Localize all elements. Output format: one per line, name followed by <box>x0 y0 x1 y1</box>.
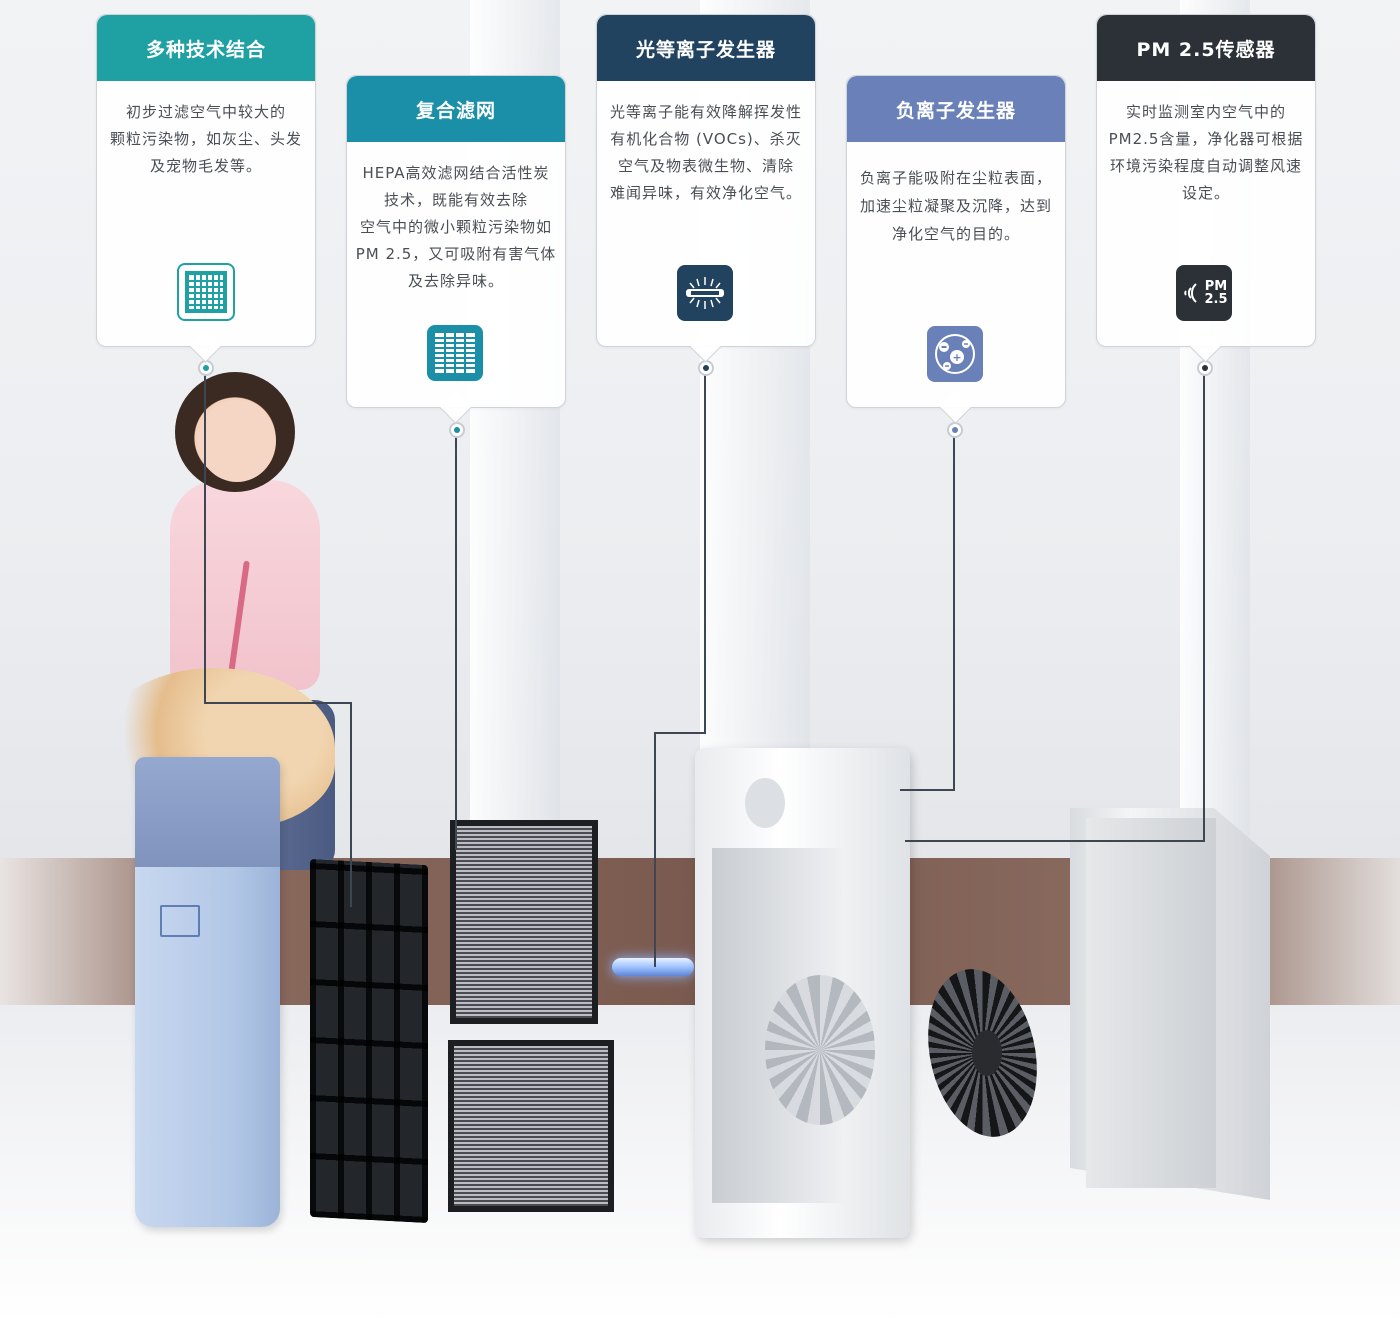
fan-hub <box>972 1030 1002 1076</box>
connector-line <box>953 430 955 790</box>
card-text-line: 颗粒污染物，如灰尘、头发 <box>109 130 302 148</box>
card-text-line: 空气及物表微生物、清除 <box>617 157 794 175</box>
connector-line <box>654 732 706 734</box>
purifier-knob <box>745 778 785 828</box>
card-description: 初步过滤空气中较大的 颗粒污染物，如灰尘、头发 及宠物毛发等。 <box>97 81 315 180</box>
card-text-line: 净化空气的目的。 <box>891 225 1020 243</box>
card-text-line: HEPA高效滤网结合活性炭 <box>362 164 550 182</box>
card-text-line: PM2.5含量，净化器可根据 <box>1108 130 1304 148</box>
pm-icon-value: 2.5 <box>1204 292 1228 307</box>
card-text-line: 光等离子能有效降解挥发性 <box>609 103 802 121</box>
card-text-line: 及去除异味。 <box>407 272 504 290</box>
card-title: 复合滤网 <box>347 76 565 142</box>
card-text-line: 及宠物毛发等。 <box>149 157 262 175</box>
card-text-line: 有机化合物 (VOCs)、杀灭 <box>610 130 802 148</box>
card-text-line: 设定。 <box>1181 184 1230 202</box>
connector-line <box>204 368 206 703</box>
connector-line <box>905 840 1205 842</box>
pre-filter-image <box>310 858 428 1224</box>
connector-line <box>350 702 352 907</box>
card-description: 负离子能吸附在尘粒表面， 加速尘粒凝聚及沉降，达到 净化空气的目的。 <box>847 142 1065 248</box>
hepa-filter-icon <box>427 325 483 381</box>
feature-card-composite-filter: 复合滤网 HEPA高效滤网结合活性炭 技术，既能有效去除 空气中的微小颗粒污染物… <box>346 75 566 424</box>
connector-line <box>204 702 352 704</box>
connector-line <box>900 789 955 791</box>
anchor-dot <box>947 422 963 438</box>
card-description: 实时监测室内空气中的 PM2.5含量，净化器可根据 环境污染程度自动调整风速 设… <box>1097 81 1315 207</box>
connector-line <box>704 368 706 733</box>
svg-text:+: + <box>952 351 961 364</box>
pm-sensor-icon: PM 2.5 <box>1176 265 1232 321</box>
front-panel-top <box>135 757 280 867</box>
card-description: 光等离子能有效降解挥发性 有机化合物 (VOCs)、杀灭 空气及物表微生物、清除… <box>597 81 815 207</box>
card-text-line: 难闻异味，有效净化空气。 <box>609 184 802 202</box>
purifier-fan-housing <box>765 975 875 1125</box>
pm-icon-label: PM 2.5 <box>1204 280 1227 306</box>
card-title: 负离子发生器 <box>847 76 1065 142</box>
card-text-line: 技术，既能有效去除 <box>383 191 528 209</box>
card-text-line: 空气中的微小颗粒污染物如 <box>359 218 552 236</box>
card-text-line: 负离子能吸附在尘粒表面， <box>859 169 1052 187</box>
card-title: 光等离子发生器 <box>597 15 815 81</box>
connector-line <box>1203 368 1205 841</box>
anchor-dot <box>198 360 214 376</box>
connector-line <box>455 430 457 850</box>
card-text-line: 初步过滤空气中较大的 <box>125 103 286 121</box>
anchor-dot <box>449 422 465 438</box>
filter-grid-icon <box>177 263 235 321</box>
negative-ion-icon: + <box>927 326 983 382</box>
child-face <box>198 400 276 482</box>
hepa-filter-image <box>450 820 598 1024</box>
connector-line <box>654 732 656 967</box>
card-text-line: PM 2.5，又可吸附有害气体 <box>355 245 557 263</box>
feature-card-pm25-sensor: PM 2.5传感器 实时监测室内空气中的 PM2.5含量，净化器可根据 环境污染… <box>1096 14 1316 363</box>
back-panel-inner <box>1086 818 1216 1188</box>
feature-card-negative-ion: 负离子发生器 负离子能吸附在尘粒表面， 加速尘粒凝聚及沉降，达到 净化空气的目的… <box>846 75 1066 424</box>
card-title: 多种技术结合 <box>97 15 315 81</box>
card-text-line: 环境污染程度自动调整风速 <box>1109 157 1302 175</box>
anchor-dot <box>698 360 714 376</box>
feature-card-multi-tech: 多种技术结合 初步过滤空气中较大的 颗粒污染物，如灰尘、头发 及宠物毛发等。 <box>96 14 316 363</box>
pm-icon-text: PM <box>1204 279 1228 294</box>
feature-card-photoplasma: 光等离子发生器 光等离子能有效降解挥发性 有机化合物 (VOCs)、杀灭 空气及… <box>596 14 816 363</box>
brand-logo-icon <box>160 905 200 937</box>
card-text-line: 加速尘粒凝聚及沉降，达到 <box>859 197 1052 215</box>
uv-lamp-icon <box>677 265 733 321</box>
card-text-line: 实时监测室内空气中的 <box>1125 103 1286 121</box>
card-description: HEPA高效滤网结合活性炭 技术，既能有效去除 空气中的微小颗粒污染物如 PM … <box>347 142 565 295</box>
card-title: PM 2.5传感器 <box>1097 15 1315 81</box>
uv-lamp-image <box>612 958 694 976</box>
carbon-filter-image <box>448 1040 614 1212</box>
